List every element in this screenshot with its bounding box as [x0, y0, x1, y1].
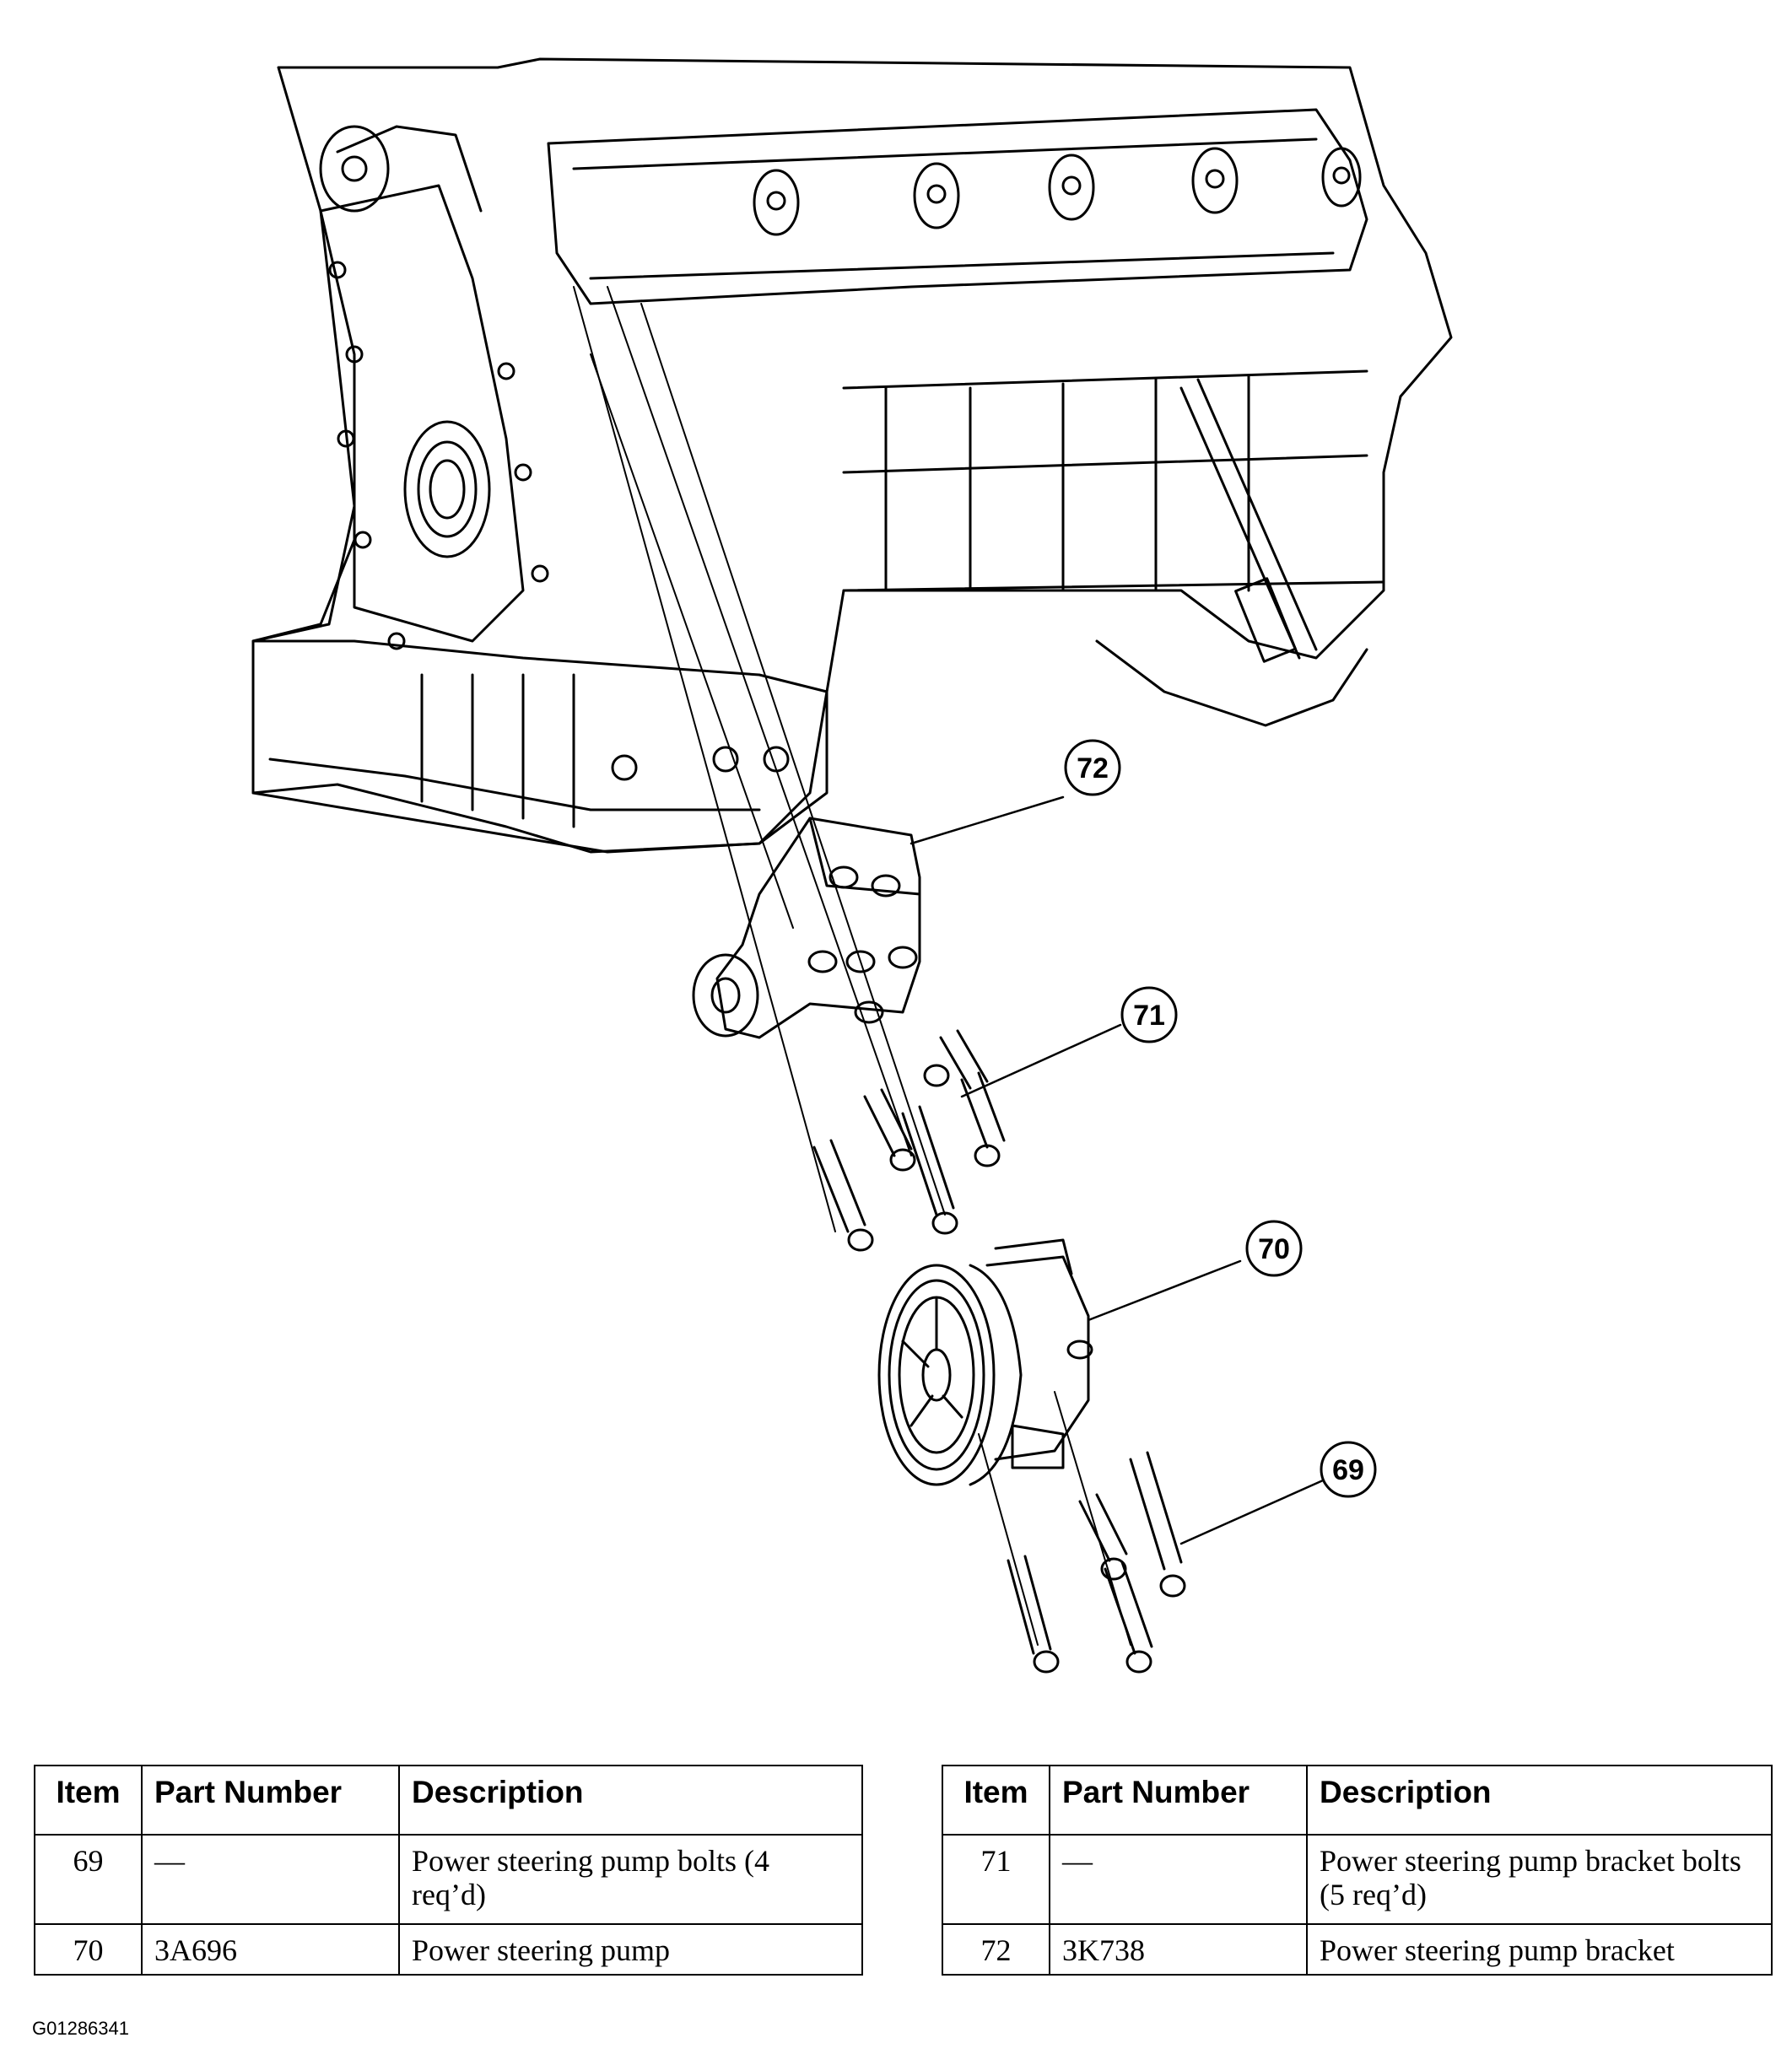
header-part-number: Part Number	[1049, 1765, 1308, 1836]
cell-item: 72	[942, 1923, 1050, 1976]
cell-part-number: —	[1049, 1834, 1308, 1925]
exploded-view-illustration: 72 71 70 69	[251, 57, 1453, 1674]
table-row: 69 — Power steering pump bolts (4 req’d)	[34, 1834, 863, 1925]
parts-table-right: Item Part Number Description 71 — Power …	[942, 1765, 1773, 1976]
cell-description: Power steering pump bracket bolts (5 req…	[1306, 1834, 1773, 1925]
cell-part-number: 3A696	[141, 1923, 400, 1976]
header-description: Description	[398, 1765, 863, 1836]
cell-part-number: —	[141, 1834, 400, 1925]
header-item: Item	[942, 1765, 1050, 1836]
pump-bolts	[978, 1391, 1186, 1674]
callout-70-label: 70	[1258, 1233, 1290, 1265]
table-row: 72 3K738 Power steering pump bracket	[942, 1923, 1773, 1976]
table-header-row: Item Part Number Description	[34, 1765, 863, 1836]
header-item: Item	[34, 1765, 143, 1836]
header-part-number: Part Number	[141, 1765, 400, 1836]
cell-part-number: 3K738	[1049, 1923, 1308, 1976]
leader-lines	[909, 795, 1325, 1545]
bracket-bolts	[573, 286, 1006, 1252]
table-row: 71 — Power steering pump bracket bolts (…	[942, 1834, 1773, 1925]
callout-72-label: 72	[1077, 752, 1109, 784]
cell-item: 69	[34, 1834, 143, 1925]
callout-69-label: 69	[1332, 1454, 1364, 1486]
engine-block	[251, 57, 1453, 854]
parts-table-left: Item Part Number Description 69 — Power …	[34, 1765, 863, 1976]
cell-description: Power steering pump	[398, 1923, 863, 1976]
cell-item: 71	[942, 1834, 1050, 1925]
power-steering-pump	[877, 1238, 1093, 1486]
callout-71-label: 71	[1133, 1000, 1165, 1032]
figure-id: G01286341	[32, 2018, 129, 2039]
cell-description: Power steering pump bolts (4 req’d)	[398, 1834, 863, 1925]
table-row: 70 3A696 Power steering pump	[34, 1923, 863, 1976]
cell-description: Power steering pump bracket	[1306, 1923, 1773, 1976]
power-steering-pump-bracket	[692, 817, 921, 1039]
header-description: Description	[1306, 1765, 1773, 1836]
table-header-row: Item Part Number Description	[942, 1765, 1773, 1836]
cell-item: 70	[34, 1923, 143, 1976]
callout-circles	[1064, 739, 1377, 1498]
